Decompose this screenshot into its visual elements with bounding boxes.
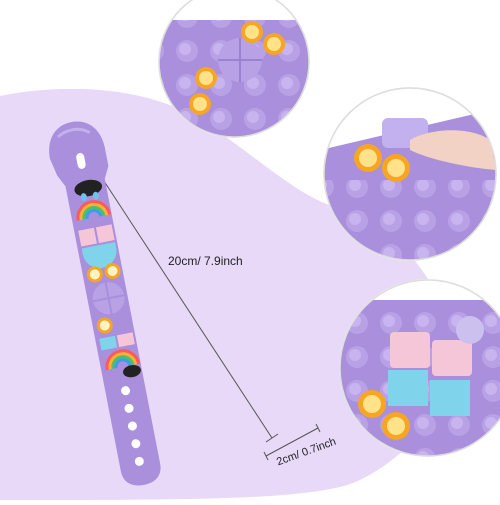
heart-tile-icon [95, 224, 115, 244]
bracelet-strap [49, 121, 161, 486]
detail-view-bottom [339, 279, 500, 457]
width-dimension-line [263, 423, 321, 461]
length-measurement-label: 20cm/ 7.9inch [168, 254, 243, 268]
rainbow-charm-icon [76, 200, 112, 221]
cloud-tile-icon [78, 227, 97, 247]
detail-view-top [158, 0, 310, 138]
strap-holes [121, 386, 144, 466]
black-cloud-charm-icon [74, 179, 103, 202]
